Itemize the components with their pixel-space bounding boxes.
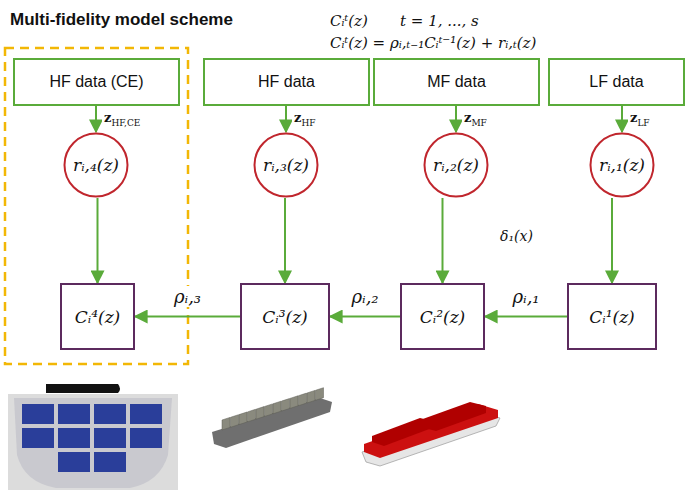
model-box: Cᵢ²(z) <box>400 283 485 350</box>
node-text: Cᵢ¹(z) <box>589 307 634 327</box>
data-box: MF data <box>373 58 540 106</box>
edge-label: ρᵢ,₂ <box>349 286 380 307</box>
edge-label: zLF <box>628 110 652 128</box>
edge-label: zHF,CE <box>102 110 142 128</box>
edge-label: ρᵢ,₃ <box>172 286 203 307</box>
flow-arrow <box>97 198 99 283</box>
flow-arrow <box>611 198 613 283</box>
node-text: HF data <box>258 73 315 91</box>
model-box: Cᵢ³(z) <box>240 283 330 350</box>
edge-label: zMF <box>462 110 489 128</box>
node-text: MF data <box>427 73 486 91</box>
formula: Cᵢᵗ(z) <box>330 12 368 30</box>
node-text: rᵢ,₁(z) <box>599 155 645 175</box>
discrepancy-circle: rᵢ,₃(z) <box>253 132 319 198</box>
node-text: Cᵢ³(z) <box>262 307 307 327</box>
title: Multi-fidelity model scheme <box>10 10 233 30</box>
node-text: Cᵢ²(z) <box>420 307 465 327</box>
edge-label: ρᵢ,₁ <box>510 286 541 307</box>
flow-arrow <box>135 316 240 318</box>
discrepancy-circle: rᵢ,₁(z) <box>589 132 655 198</box>
ro-ro-ship <box>362 402 500 466</box>
flow-arrow <box>442 198 444 283</box>
data-box: HF data (CE) <box>13 58 180 106</box>
node-text: rᵢ,₃(z) <box>263 155 309 175</box>
node-text: LF data <box>589 73 643 91</box>
model-box: Cᵢ⁴(z) <box>60 283 135 350</box>
node-text: rᵢ,₄(z) <box>73 155 119 175</box>
data-box: LF data <box>548 58 685 106</box>
edge-label: zHF <box>292 110 317 128</box>
flow-arrow <box>330 316 400 318</box>
node-text: rᵢ,₂(z) <box>433 155 479 175</box>
function-label: δ₁(x) <box>500 228 533 244</box>
data-box: HF data <box>203 58 370 106</box>
model-box: Cᵢ¹(z) <box>567 283 657 350</box>
formula: t = 1, ..., s <box>400 12 479 30</box>
discrepancy-circle: rᵢ,₄(z) <box>63 132 129 198</box>
node-text: Cᵢ⁴(z) <box>75 307 120 327</box>
flow-arrow <box>485 316 567 318</box>
flow-arrow <box>455 106 457 132</box>
flow-arrow <box>621 106 623 132</box>
ship-section <box>8 384 178 490</box>
container-ship <box>212 388 332 448</box>
node-text: HF data (CE) <box>49 73 143 91</box>
flow-arrow <box>95 106 97 132</box>
flow-arrow <box>284 198 286 283</box>
flow-arrow <box>285 106 287 132</box>
formula: Cᵢᵗ(z) = ρᵢ,ₜ₋₁Cᵢᵗ⁻¹(z) + rᵢ,ₜ(z) <box>330 34 536 52</box>
discrepancy-circle: rᵢ,₂(z) <box>423 132 489 198</box>
